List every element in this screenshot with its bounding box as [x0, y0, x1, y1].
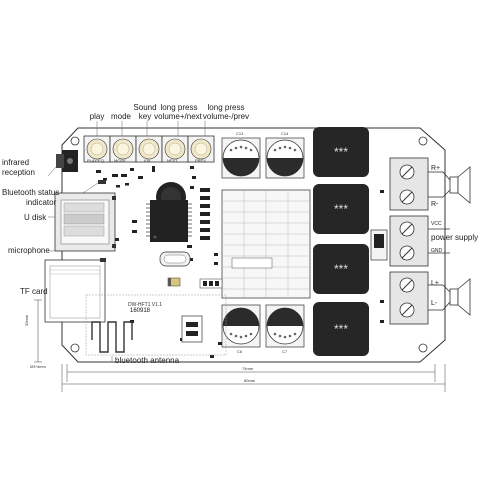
- mounting-hole: [418, 136, 428, 146]
- usb-port: [54, 192, 116, 252]
- header-pins: [199, 278, 223, 289]
- silk-prev: PREV: [195, 158, 206, 163]
- silk-play-eq: PLAY/EQ: [87, 158, 104, 163]
- capacitor-c6: [221, 304, 261, 348]
- bluetooth-antenna-trace: [91, 321, 133, 353]
- resistor-column: [200, 188, 210, 240]
- dim-left-height: 30mm: [24, 314, 29, 326]
- infrared-receiver: [56, 150, 78, 172]
- label-l-plus: L+: [431, 280, 439, 287]
- label-play: play: [89, 112, 105, 121]
- terminal-blocks: [389, 157, 429, 325]
- bt-module: [85, 294, 227, 356]
- silk-date-code: 160918: [130, 308, 151, 314]
- silk-c7: C7: [282, 349, 288, 354]
- inductor-mark: ***: [333, 322, 348, 336]
- regulator: [181, 315, 203, 343]
- label-gnd: GND: [431, 248, 443, 254]
- silk-c6: C6: [237, 349, 243, 354]
- capacitor-c14: [265, 137, 305, 179]
- label-next-2: volume+/next: [154, 112, 202, 121]
- speaker-left-icon: [449, 278, 471, 316]
- speaker-wires: [428, 171, 451, 311]
- mounting-hole: [70, 136, 80, 146]
- capacitor-c48: [167, 277, 181, 287]
- label-r-plus: R+: [431, 165, 441, 172]
- label-bt-antenna: bluetooth antenna: [115, 356, 180, 365]
- inductor-mark: ***: [333, 202, 348, 216]
- capacitor-c7: [265, 304, 305, 348]
- silk-mode: MODE: [114, 158, 126, 163]
- bt-status-led: [98, 180, 106, 184]
- heatsink: [221, 189, 311, 299]
- main-ic: [146, 200, 192, 242]
- label-microphone: microphone: [8, 246, 50, 255]
- label-u-disk: U disk: [24, 213, 47, 222]
- top-buttons: [83, 135, 215, 163]
- capacitor-c13: [221, 137, 261, 179]
- label-r-minus: R-: [431, 201, 439, 208]
- label-tf-card: TF card: [20, 287, 48, 296]
- label-prev-1: long press: [207, 103, 245, 112]
- inductor: [313, 127, 369, 356]
- label-l-minus: L-: [431, 300, 438, 307]
- inductor-mark: ***: [333, 262, 348, 276]
- crystal: [159, 251, 191, 267]
- silk-c14: C14: [281, 131, 289, 136]
- dim-hole: Ø3*4mm: [30, 364, 46, 369]
- silk-model: DW-HFT1 V1.1: [128, 302, 163, 308]
- label-sound: Sound: [133, 103, 157, 112]
- mounting-hole: [70, 343, 80, 353]
- silk-next: NEXT: [167, 158, 178, 163]
- label-vcc: VCC: [431, 221, 442, 227]
- dim-inner-width: 74mm: [242, 366, 254, 371]
- label-next-1: long press: [160, 103, 198, 112]
- speaker-right-icon: [449, 166, 471, 204]
- label-indicator: indicator: [26, 198, 57, 207]
- silk-c13: C13: [236, 131, 244, 136]
- dimension-lines: [34, 299, 446, 392]
- smd-parts: [96, 166, 384, 358]
- label-reception: reception: [2, 168, 35, 177]
- label-mode: mode: [110, 112, 131, 121]
- silk-iok: IOK: [144, 158, 151, 163]
- dim-outer-width: 80mm: [244, 378, 256, 383]
- label-bt-status: Bluetooth status: [2, 188, 60, 197]
- label-infrared: infrared: [2, 158, 30, 167]
- power-switch: [370, 229, 388, 261]
- label-power-supply: power supply: [431, 233, 479, 242]
- inductor-mark: ***: [333, 145, 348, 159]
- label-prev-2: volume-/prev: [202, 112, 250, 121]
- label-key: key: [138, 112, 152, 121]
- mounting-hole: [418, 343, 428, 353]
- tf-card-slot: [44, 258, 106, 323]
